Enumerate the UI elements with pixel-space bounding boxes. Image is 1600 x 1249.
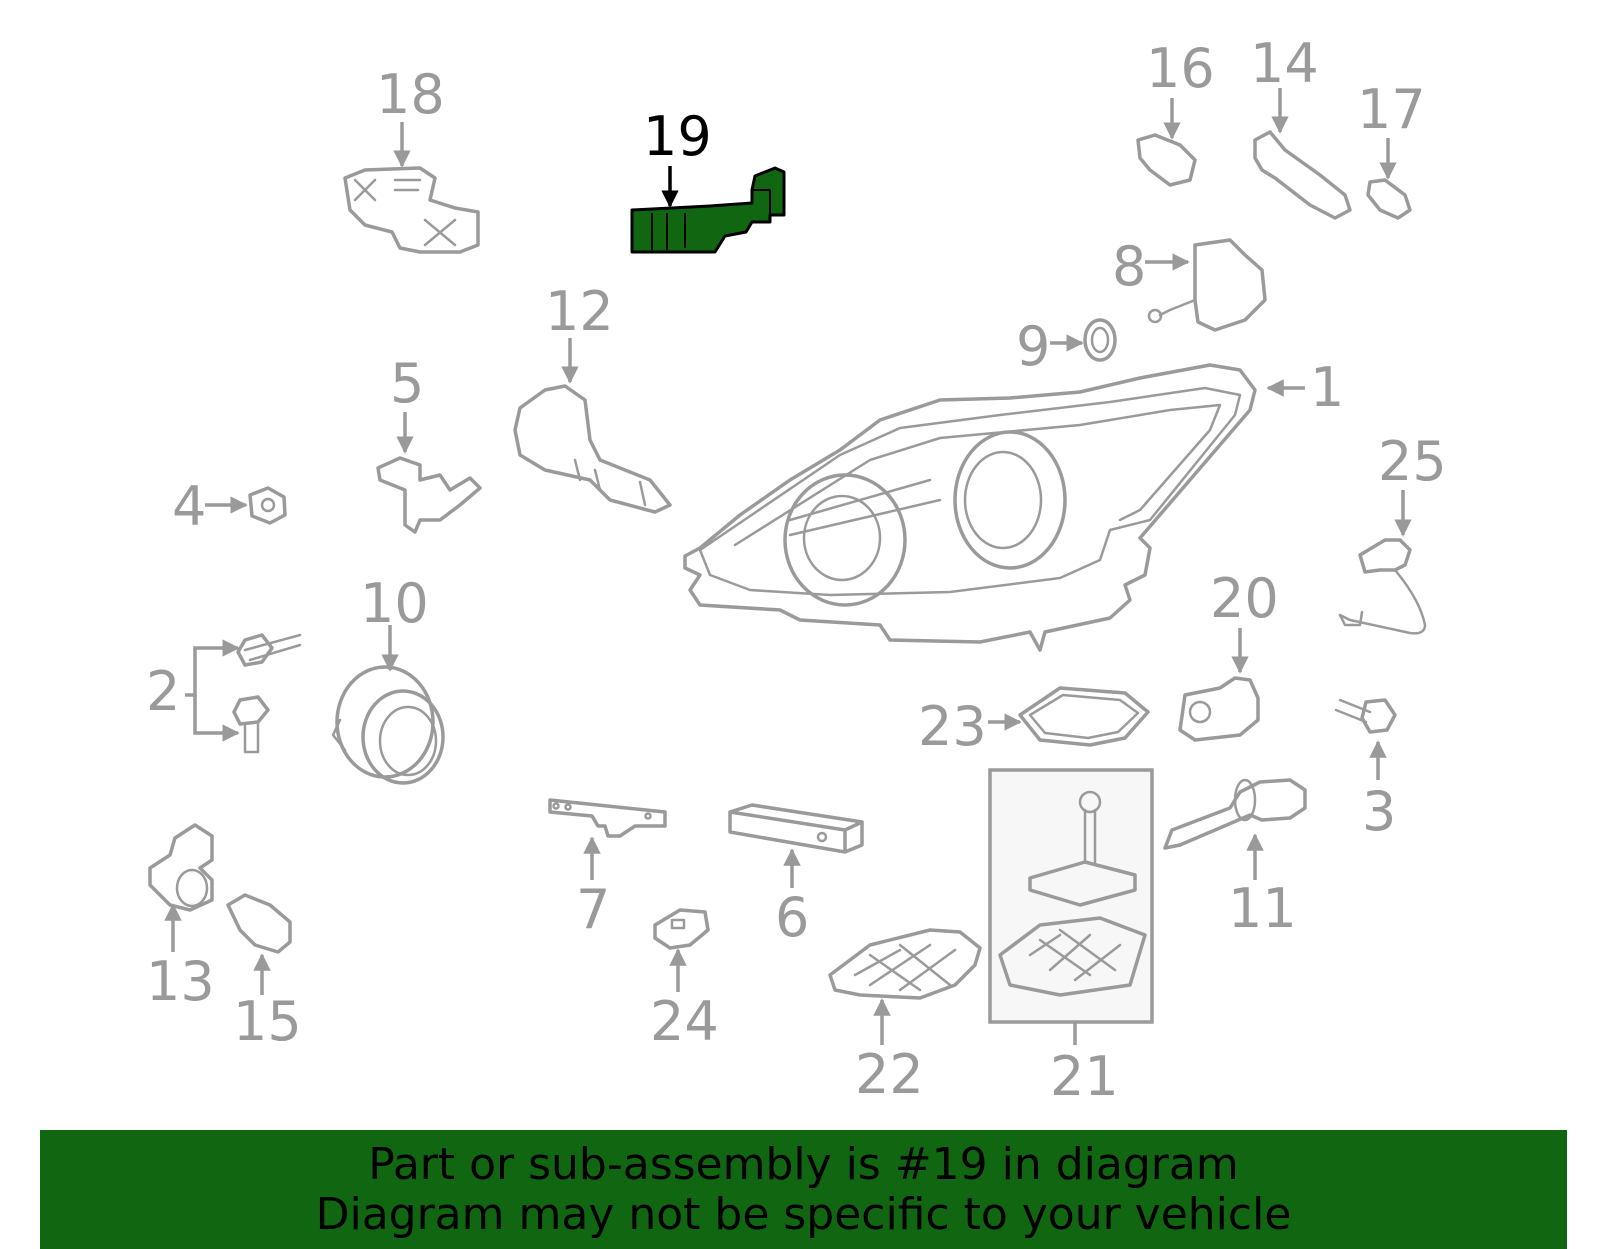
- info-banner: Part or sub-assembly is #19 in diagram D…: [40, 1130, 1567, 1249]
- banner-line-2: Diagram may not be specific to your vehi…: [315, 1189, 1292, 1240]
- part-25-sensor-wire[interactable]: [1338, 538, 1427, 635]
- callout-9: 9: [1016, 315, 1050, 378]
- callout-2: 2: [146, 660, 180, 723]
- callout-20: 20: [1210, 567, 1279, 630]
- part-24-connector[interactable]: [653, 908, 710, 950]
- arrow-2a: [185, 639, 240, 697]
- part-14-bulb-socket[interactable]: [1253, 130, 1352, 220]
- callout-7: 7: [576, 878, 610, 941]
- part-19-bracket-highlighted[interactable]: [630, 166, 786, 254]
- part-20-leveling-motor[interactable]: [1178, 676, 1260, 742]
- part-21-ballast-group[interactable]: [988, 768, 1154, 1024]
- callout-18: 18: [376, 63, 445, 126]
- callout-10: 10: [360, 572, 429, 635]
- callout-17: 17: [1357, 78, 1426, 141]
- part-12-halogen-bulb[interactable]: [513, 384, 672, 514]
- part-4-nut[interactable]: [248, 486, 287, 525]
- callout-23: 23: [918, 695, 987, 758]
- callout-15: 15: [233, 990, 302, 1053]
- callout-11: 11: [1228, 877, 1297, 940]
- callout-13: 13: [146, 950, 215, 1013]
- callout-1: 1: [1310, 356, 1344, 419]
- callout-5: 5: [390, 352, 424, 415]
- part-7-strip-bracket[interactable]: [548, 798, 667, 838]
- part-3-bolt[interactable]: [1334, 698, 1397, 734]
- callout-3: 3: [1362, 780, 1396, 843]
- part-9-o-ring[interactable]: [1083, 318, 1117, 362]
- callout-16: 16: [1146, 37, 1215, 100]
- part-11-hid-bulb[interactable]: [1163, 778, 1307, 850]
- part-6-bar[interactable]: [728, 803, 864, 854]
- callout-24: 24: [650, 990, 719, 1053]
- callout-4: 4: [172, 475, 206, 538]
- part-17-bulb[interactable]: [1366, 178, 1412, 220]
- banner-line-1: Part or sub-assembly is #19 in diagram: [368, 1139, 1239, 1190]
- part-1-headlamp-assembly[interactable]: [683, 363, 1257, 652]
- callout-6: 6: [775, 886, 809, 949]
- part-22-cover[interactable]: [828, 928, 982, 1000]
- part-15-wedge-bulb[interactable]: [226, 893, 292, 954]
- part-23-gasket[interactable]: [1018, 686, 1150, 747]
- part-5-bracket[interactable]: [376, 456, 482, 534]
- part-16-bulb[interactable]: [1136, 133, 1197, 187]
- callout-12: 12: [545, 280, 614, 343]
- part-2-bolts[interactable]: [232, 633, 302, 754]
- callout-22: 22: [855, 1043, 924, 1106]
- callout-25: 25: [1378, 430, 1447, 493]
- callout-19: 19: [643, 105, 712, 168]
- arrow-2b: [193, 695, 240, 742]
- part-13-socket[interactable]: [148, 823, 214, 912]
- callout-21: 21: [1050, 1045, 1119, 1108]
- part-10-projector[interactable]: [331, 665, 445, 785]
- callout-8: 8: [1112, 235, 1146, 298]
- part-18-bracket[interactable]: [343, 166, 480, 254]
- part-8-bulb-socket[interactable]: [1147, 238, 1267, 332]
- callout-14: 14: [1250, 32, 1319, 95]
